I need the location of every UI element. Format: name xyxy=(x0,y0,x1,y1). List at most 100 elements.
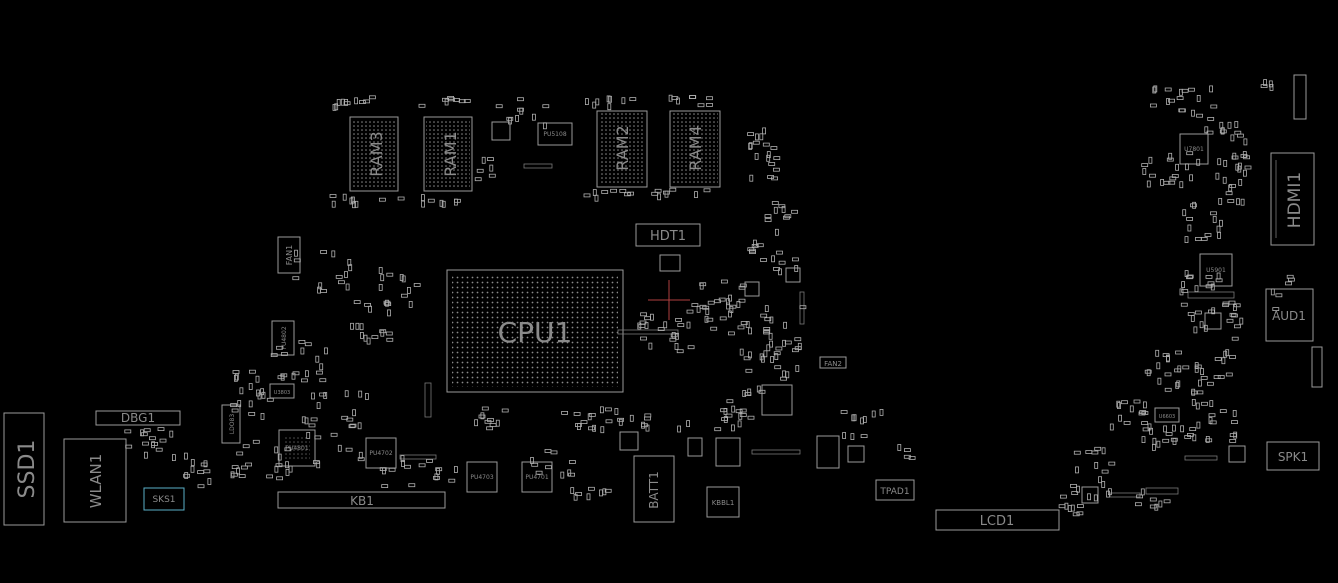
passive-footprint xyxy=(753,239,757,247)
passive-footprint xyxy=(637,322,642,330)
passive-footprint xyxy=(1208,309,1215,314)
passive-footprint xyxy=(784,340,792,345)
passive-footprint xyxy=(190,459,195,466)
passive-footprint xyxy=(306,431,311,439)
passive-footprint xyxy=(1189,427,1197,432)
passive-footprint xyxy=(1160,178,1164,186)
lcd1-component[interactable]: LCD1 xyxy=(935,509,1060,531)
passive-footprint xyxy=(397,196,405,201)
passive-footprint xyxy=(758,389,766,394)
passive-footprint xyxy=(453,198,461,203)
u7801-chip[interactable]: U7801 xyxy=(1179,133,1209,165)
passive-footprint xyxy=(1185,163,1189,171)
pu4702-chip[interactable]: PU4702 xyxy=(365,437,397,469)
passive-footprint xyxy=(142,441,149,446)
passive-footprint xyxy=(1234,324,1241,329)
dbg1-component[interactable]: DBG1 xyxy=(95,410,181,426)
u6603-chip[interactable]: U6603 xyxy=(1154,407,1180,423)
ram3-component[interactable]: RAM3 xyxy=(349,116,399,192)
spk1-component[interactable]: SPK1 xyxy=(1266,441,1320,471)
passive-footprint xyxy=(745,368,753,373)
passive-footprint xyxy=(184,472,189,479)
aud1-component[interactable]: AUD1 xyxy=(1265,288,1314,342)
kb1-component[interactable]: KB1 xyxy=(277,491,446,509)
passive-footprint xyxy=(1070,483,1077,488)
ram4-component[interactable]: RAM4 xyxy=(669,110,721,188)
ram2-component[interactable]: RAM2 xyxy=(596,110,648,188)
passive-footprint xyxy=(183,452,188,460)
passive-footprint xyxy=(1235,163,1240,171)
passive-footprint xyxy=(738,298,746,303)
passive-footprint xyxy=(1203,324,1208,332)
passive-footprint xyxy=(592,189,597,196)
passive-footprint xyxy=(1098,476,1102,484)
passive-footprint xyxy=(348,424,356,429)
passive-footprint xyxy=(1201,401,1208,406)
passive-footprint xyxy=(764,305,769,313)
passive-footprint xyxy=(1164,387,1172,392)
passive-footprint xyxy=(1133,399,1141,404)
passive-footprint xyxy=(1212,216,1217,223)
passive-footprint xyxy=(774,353,779,361)
passive-footprint xyxy=(1156,440,1161,448)
pu4703-chip[interactable]: PU4703 xyxy=(466,461,498,493)
passive-footprint xyxy=(1219,219,1223,227)
passive-footprint xyxy=(1077,504,1084,509)
passive-footprint xyxy=(1209,400,1214,408)
passive-footprint xyxy=(1184,270,1189,278)
ssd1-component[interactable]: SSD1 xyxy=(3,412,45,526)
passive-footprint xyxy=(742,390,747,397)
passive-footprint xyxy=(1233,304,1237,312)
passive-footprint xyxy=(230,403,238,408)
ldo83-chip[interactable]: LDO83 xyxy=(221,404,241,444)
pu4802-chip[interactable]: PU4802 xyxy=(271,320,295,356)
hdmi1-component[interactable]: HDMI1 xyxy=(1270,152,1315,246)
tpad1-component[interactable]: TPAD1 xyxy=(875,479,915,501)
passive-footprint xyxy=(276,476,284,481)
passive-footprint xyxy=(726,302,730,310)
passive-footprint xyxy=(1108,488,1112,496)
passive-footprint xyxy=(638,323,646,328)
passive-footprint xyxy=(794,337,802,342)
passive-footprint xyxy=(1175,350,1182,355)
pu5108-chip[interactable]: PU5108 xyxy=(537,122,573,146)
passive-footprint xyxy=(1207,381,1214,386)
passive-footprint xyxy=(242,444,250,449)
fan1-component[interactable]: FAN1 xyxy=(277,236,301,274)
passive-footprint xyxy=(368,305,373,313)
passive-footprint xyxy=(489,423,497,427)
fan2-label: FAN2 xyxy=(824,360,842,368)
pu4701-chip[interactable]: PU4701 xyxy=(521,461,553,493)
passive-footprint xyxy=(686,420,690,428)
passive-footprint xyxy=(1087,493,1091,501)
cpu1-component[interactable]: CPU1 xyxy=(446,269,624,393)
passive-footprint xyxy=(640,312,647,317)
passive-footprint xyxy=(413,283,421,287)
passive-footprint xyxy=(350,322,354,330)
passive-footprint xyxy=(763,329,771,334)
passive-footprint xyxy=(386,272,394,277)
passive-footprint xyxy=(159,438,167,443)
kbbl1-component[interactable]: KBBL1 xyxy=(706,486,740,518)
passive-footprint xyxy=(1269,84,1274,91)
u5901-chip[interactable]: U5901 xyxy=(1199,253,1233,287)
ram1-component[interactable]: RAM1 xyxy=(423,116,473,192)
passive-footprint xyxy=(433,475,440,480)
passive-footprint xyxy=(1180,302,1188,307)
passive-footprint xyxy=(1165,431,1173,436)
passive-footprint xyxy=(614,408,619,415)
fan2-component[interactable]: FAN2 xyxy=(819,356,847,369)
passive-footprint xyxy=(676,349,684,354)
hdt1-component[interactable]: HDT1 xyxy=(635,223,701,247)
pu4703-label: PU4703 xyxy=(470,474,493,481)
batt1-component[interactable]: BATT1 xyxy=(633,455,675,523)
u3803-chip[interactable]: U3803 xyxy=(269,383,295,399)
passive-footprint xyxy=(426,458,433,463)
passive-footprint xyxy=(764,218,772,223)
wlan1-component[interactable]: WLAN1 xyxy=(63,438,127,523)
passive-footprint xyxy=(280,373,288,378)
passive-footprint xyxy=(1067,505,1072,513)
sks1-component[interactable]: SKS1 xyxy=(143,487,185,511)
passive-footprint xyxy=(331,200,336,208)
